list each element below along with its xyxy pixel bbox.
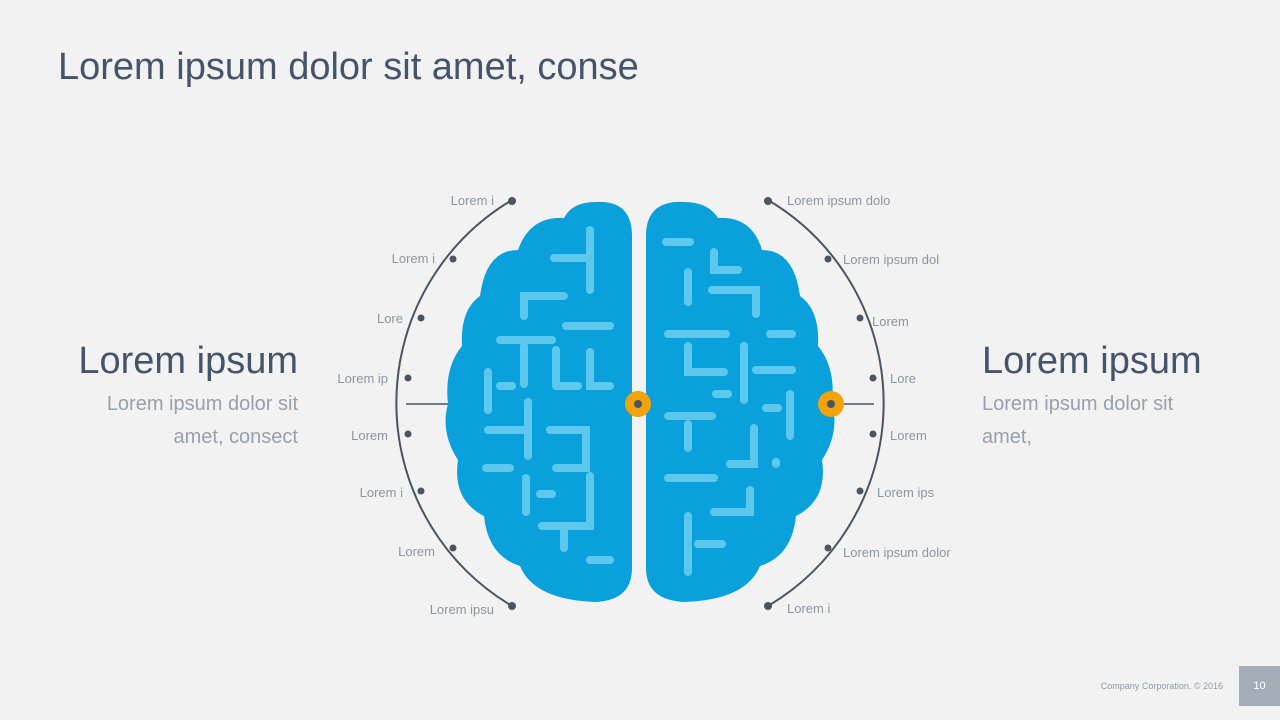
slide-title: Lorem ipsum dolor sit amet, conse	[58, 46, 639, 88]
right-label: Lore	[890, 371, 916, 386]
right-label: Lorem ipsum dolo	[787, 193, 890, 208]
right-label: Lorem	[890, 428, 927, 443]
left-label: Lorem ip	[337, 371, 388, 386]
page-number: 10	[1239, 666, 1280, 706]
right-label: Lorem ipsum dolor	[843, 545, 951, 560]
left-hemisphere	[445, 201, 632, 602]
left-arc-dots	[404, 197, 516, 610]
right-label: Lorem i	[787, 601, 830, 616]
left-label: Lorem i	[451, 193, 494, 208]
left-label: Lorem i	[392, 251, 435, 266]
right-arc	[767, 199, 885, 607]
left-maze-lines	[482, 226, 614, 564]
left-heading: Lorem ipsum	[78, 340, 298, 382]
right-text-block: Lorem ipsum Lorem ipsum dolor sit amet,	[982, 338, 1222, 454]
right-labels: Lorem ipsum dolo Lorem ipsum dol Lorem L…	[787, 193, 951, 616]
left-label: Lore	[377, 311, 403, 326]
left-arc	[395, 199, 513, 607]
left-label: Lorem i	[360, 485, 403, 500]
left-labels: Lorem i Lorem i Lore Lorem ip Lorem Lore…	[337, 193, 494, 617]
right-label: Lorem ips	[877, 485, 935, 500]
left-label: Lorem	[351, 428, 388, 443]
right-heading: Lorem ipsum	[982, 340, 1202, 382]
left-text-block: Lorem ipsum Lorem ipsum dolor sit amet, …	[58, 338, 298, 454]
right-arc-dots	[764, 197, 877, 610]
right-label: Lorem ipsum dol	[843, 252, 939, 267]
right-label: Lorem	[872, 314, 909, 329]
right-maze-lines	[662, 238, 796, 576]
left-label: Lorem ipsu	[430, 602, 494, 617]
right-body: Lorem ipsum dolor sit amet,	[982, 393, 1174, 448]
brain-icon	[445, 201, 844, 602]
right-hemisphere	[646, 201, 835, 602]
footer-company: Company Corporation. © 2016	[1100, 681, 1223, 691]
left-label: Lorem	[398, 544, 435, 559]
left-body: Lorem ipsum dolor sit amet, consect	[106, 393, 298, 448]
